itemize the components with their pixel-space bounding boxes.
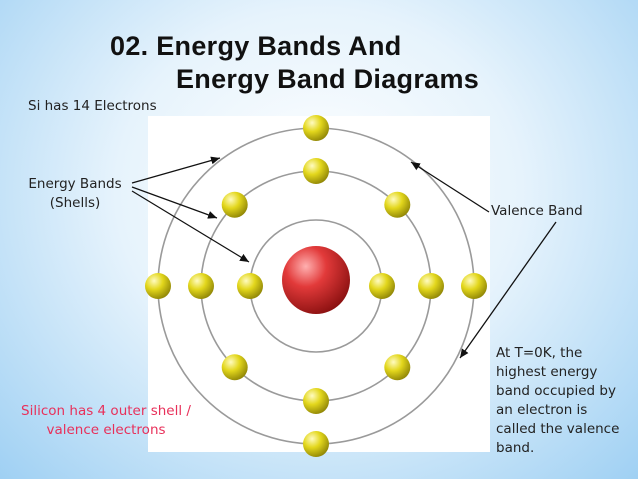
slide-title: 02. Energy Bands And Energy Band Diagram… [110,30,479,96]
valence-note-line: band occupied by [496,383,616,399]
electron-middle-shell [384,191,411,218]
electron-valence-shell [303,431,329,457]
valence-note-line: At T=0K, the [496,345,583,361]
title-line-2: Energy Band Diagrams [176,64,480,94]
electron-middle-shell [303,388,329,414]
arrow-valence-band [410,161,490,213]
electron-inner-shell [237,273,263,299]
arrow-shell-outer [131,156,221,184]
electron-valence-shell [461,273,487,299]
arrow-valence-note [459,221,557,359]
valence-band-label: Valence Band [491,203,583,219]
energy-bands-label: Energy Bands (Shells) [20,175,130,213]
energy-bands-label-line-2: (Shells) [49,195,101,211]
electron-middle-shell [303,158,329,184]
outer-shell-note: Silicon has 4 outer shell / valence elec… [6,402,206,440]
electron-valence-shell [303,115,329,141]
energy-bands-label-line-1: Energy Bands [28,176,122,192]
electron-middle-shell [418,273,444,299]
electrons-group [145,115,487,457]
outer-shell-note-line-2: valence electrons [46,422,166,438]
title-line-1: 02. Energy Bands And [110,31,402,61]
valence-note-line: highest energy [496,364,598,380]
outer-shell-note-line-1: Silicon has 4 outer shell / [21,403,191,419]
valence-note-line: an electron is [496,402,588,418]
arrow-shell-middle [131,186,218,219]
electron-middle-shell [384,354,411,381]
valence-note: At T=0K, the highest energy band occupie… [496,344,636,458]
valence-note-line: band. [496,440,535,456]
electron-middle-shell [221,191,248,218]
electron-middle-shell [188,273,214,299]
electron-valence-shell [145,273,171,299]
arrow-shell-inner [131,190,250,263]
electron-middle-shell [221,354,248,381]
nucleus [282,246,350,314]
valence-note-line: called the valence [496,421,620,437]
electron-inner-shell [369,273,395,299]
electron-count-label: Si has 14 Electrons [28,98,157,114]
